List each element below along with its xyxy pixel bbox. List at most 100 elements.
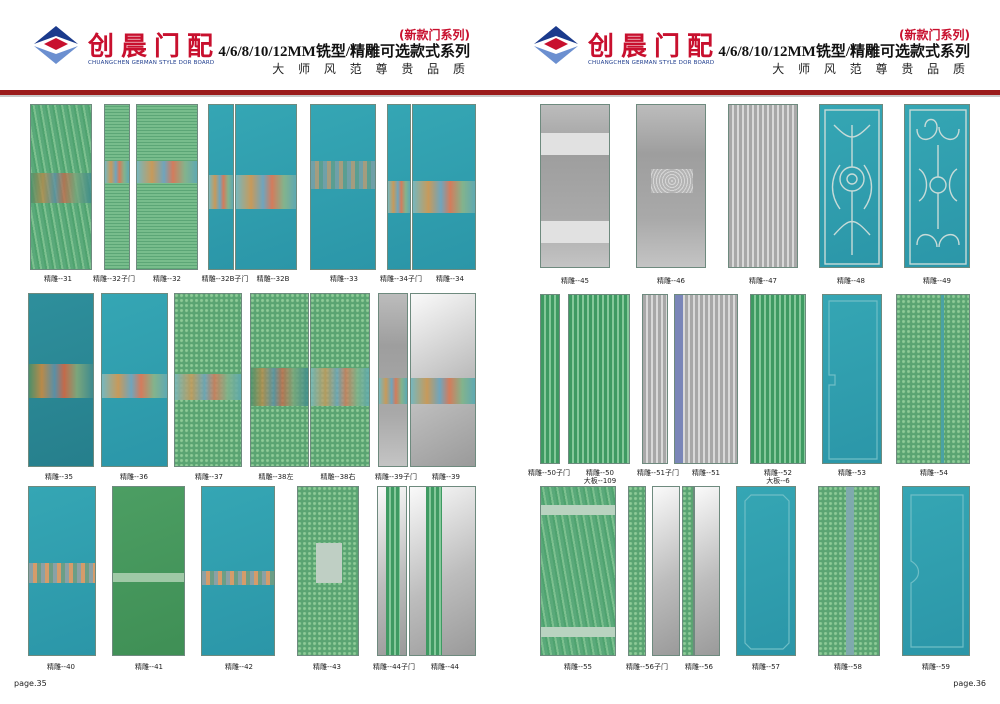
brand-name-en: CHUANGCHEN GERMAN STYLE DOR BOARD <box>588 60 715 66</box>
door-label: 精雕--34子门 <box>380 275 422 283</box>
door-56-strip <box>682 486 694 656</box>
door-label: 精雕--54 <box>920 469 948 477</box>
door-32-sub <box>104 104 130 270</box>
brand-logo: 创晨门配 CHUANGCHEN GERMAN STYLE DOR BOARD <box>530 22 730 72</box>
header-rule <box>500 90 1000 95</box>
door-label: 精雕--56子门 <box>626 663 668 671</box>
door-32 <box>136 104 198 270</box>
door-38-left <box>250 293 309 467</box>
door-label: 精雕--37 <box>195 473 223 481</box>
page-number: page.36 <box>953 679 986 688</box>
door-56-glass-left <box>652 486 680 656</box>
door-label: 精雕--32子门 <box>93 275 135 283</box>
door-label: 精雕--40 <box>47 663 75 671</box>
door-49 <box>904 104 970 268</box>
page-header: 创晨门配 CHUANGCHEN GERMAN STYLE DOR BOARD (… <box>0 0 500 90</box>
brand-logo-icon <box>534 26 578 64</box>
door-42 <box>201 486 275 656</box>
door-51-sub <box>642 294 668 464</box>
door-33 <box>310 104 376 270</box>
door-32b-sub <box>208 104 234 270</box>
door-38-right <box>310 293 370 467</box>
door-39-sub <box>378 293 408 467</box>
series-tag: (新款门系列) <box>899 28 970 42</box>
door-46 <box>636 104 706 268</box>
brand-name-en: CHUANGCHEN GERMAN STYLE DOR BOARD <box>88 60 215 66</box>
door-label: 精雕--39 <box>432 473 460 481</box>
door-34-sub <box>387 104 411 270</box>
milled-frame-icon <box>744 494 790 650</box>
door-label: 精雕--32 <box>153 275 181 283</box>
catalog-title: 4/6/8/10/12MM铣型/精雕可选款式系列 <box>718 44 970 60</box>
scroll-pattern-icon <box>909 109 967 265</box>
door-56 <box>694 486 720 656</box>
door-37 <box>174 293 242 467</box>
door-label: 精雕--38左 <box>258 473 294 481</box>
door-label: 大板--109 <box>583 477 617 485</box>
door-label: 精雕--33 <box>330 275 358 283</box>
header-rule <box>0 90 500 95</box>
door-34 <box>412 104 476 270</box>
slogan: 大 师 风 范 尊 贵 品 质 <box>272 62 470 76</box>
page-header: 创晨门配 CHUANGCHEN GERMAN STYLE DOR BOARD (… <box>500 0 1000 90</box>
door-label: 精雕--49 <box>923 277 951 285</box>
door-label: 精雕--59 <box>922 663 950 671</box>
door-31 <box>30 104 92 270</box>
door-55 <box>540 486 616 656</box>
catalog-title: 4/6/8/10/12MM铣型/精雕可选款式系列 <box>218 44 470 60</box>
door-label: 精雕--50子门 <box>528 469 570 477</box>
page-number: page.35 <box>14 679 47 688</box>
brand-logo: 创晨门配 CHUANGCHEN GERMAN STYLE DOR BOARD <box>30 22 230 72</box>
door-40 <box>28 486 96 656</box>
door-39 <box>410 293 476 467</box>
door-50 <box>568 294 630 464</box>
door-56-sub <box>628 486 646 656</box>
catalog-page-right: 创晨门配 CHUANGCHEN GERMAN STYLE DOR BOARD (… <box>500 0 1000 704</box>
door-32b <box>235 104 297 270</box>
door-label: 精雕--32B <box>256 275 290 283</box>
header-rule-shadow <box>0 95 500 97</box>
door-label: 精雕--52 <box>764 469 792 477</box>
door-59 <box>902 486 970 656</box>
door-label: 精雕--42 <box>225 663 253 671</box>
door-label: 精雕--34 <box>436 275 464 283</box>
door-label: 精雕--48 <box>837 277 865 285</box>
door-36 <box>101 293 168 467</box>
door-45 <box>540 104 610 268</box>
door-label: 精雕--58 <box>834 663 862 671</box>
series-tag: (新款门系列) <box>399 28 470 42</box>
wrought-iron-pattern-icon <box>824 109 880 265</box>
brand-logo-icon <box>34 26 78 64</box>
door-41 <box>112 486 185 656</box>
door-label: 精雕--55 <box>564 663 592 671</box>
door-label: 精雕--50 <box>586 469 614 477</box>
door-label: 大板--6 <box>766 477 790 485</box>
door-label: 精雕--43 <box>313 663 341 671</box>
slogan: 大 师 风 范 尊 贵 品 质 <box>772 62 970 76</box>
door-50-sub <box>540 294 560 464</box>
door-label: 精雕--38右 <box>320 473 356 481</box>
door-43 <box>297 486 359 656</box>
door-51 <box>674 294 738 464</box>
door-44 <box>409 486 476 656</box>
door-label: 精雕--46 <box>657 277 685 285</box>
door-label: 精雕--44 <box>431 663 459 671</box>
door-label: 精雕--51 <box>692 469 720 477</box>
door-label: 精雕--51子门 <box>637 469 679 477</box>
door-57 <box>736 486 796 656</box>
door-52 <box>750 294 806 464</box>
door-label: 精雕--45 <box>561 277 589 285</box>
door-53 <box>822 294 882 464</box>
door-54 <box>896 294 970 464</box>
brand-name: 创晨门配 <box>588 32 721 62</box>
door-label: 精雕--47 <box>749 277 777 285</box>
door-label: 精雕--44子门 <box>373 663 415 671</box>
header-rule-shadow <box>500 95 1000 97</box>
door-label: 精雕--35 <box>45 473 73 481</box>
door-58 <box>818 486 880 656</box>
brand-name: 创晨门配 <box>88 32 221 62</box>
door-label: 精雕--31 <box>44 275 72 283</box>
door-35 <box>28 293 94 467</box>
catalog-page-left: 创晨门配 CHUANGCHEN GERMAN STYLE DOR BOARD (… <box>0 0 500 688</box>
milled-frame-icon <box>910 494 964 648</box>
